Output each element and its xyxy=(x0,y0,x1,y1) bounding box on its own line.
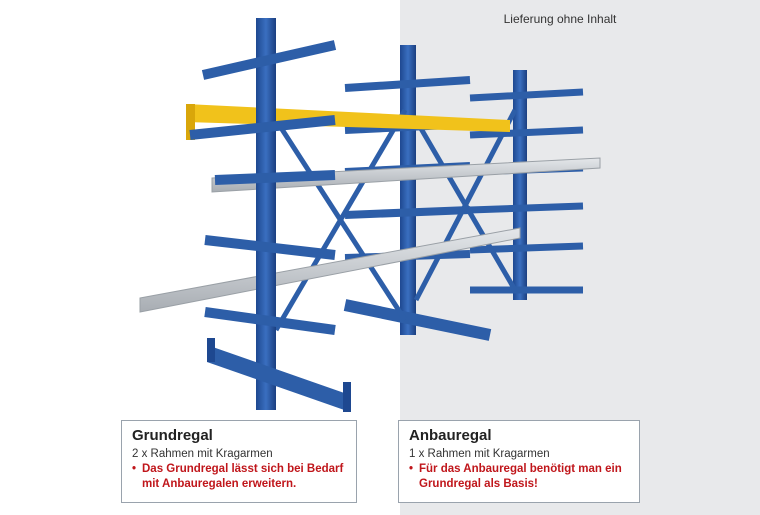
base-frame-front xyxy=(189,18,351,412)
base-shelf-card: Grundregal 2 x Rahmen mit Kragarmen • Da… xyxy=(121,420,357,503)
base-shelf-note: • Das Grundregal lässt sich bei Bedarf m… xyxy=(132,462,346,492)
bullet-icon: • xyxy=(409,463,414,475)
base-shelf-note-text: Das Grundregal lässt sich bei Bedarf mit… xyxy=(142,463,344,490)
add-on-shelf-note-text: Für das Anbauregal benötigt man ein Grun… xyxy=(419,463,622,490)
bullet-icon: • xyxy=(132,463,137,475)
base-shelf-contents: 2 x Rahmen mit Kragarmen xyxy=(132,448,273,460)
cross-bracing xyxy=(273,108,518,332)
silver-beams xyxy=(139,157,601,313)
add-on-shelf-title: Anbauregal xyxy=(409,427,492,444)
add-on-shelf-note: • Für das Anbauregal benötigt man ein Gr… xyxy=(409,462,629,492)
add-on-frame xyxy=(469,70,584,300)
add-on-shelf-contents: 1 x Rahmen mit Kragarmen xyxy=(409,448,550,460)
add-on-shelf-card: Anbauregal 1 x Rahmen mit Kragarmen • Fü… xyxy=(398,420,640,503)
delivery-note: Lieferung ohne Inhalt xyxy=(503,12,617,26)
base-frame-middle xyxy=(343,45,492,341)
base-shelf-title: Grundregal xyxy=(132,427,213,444)
